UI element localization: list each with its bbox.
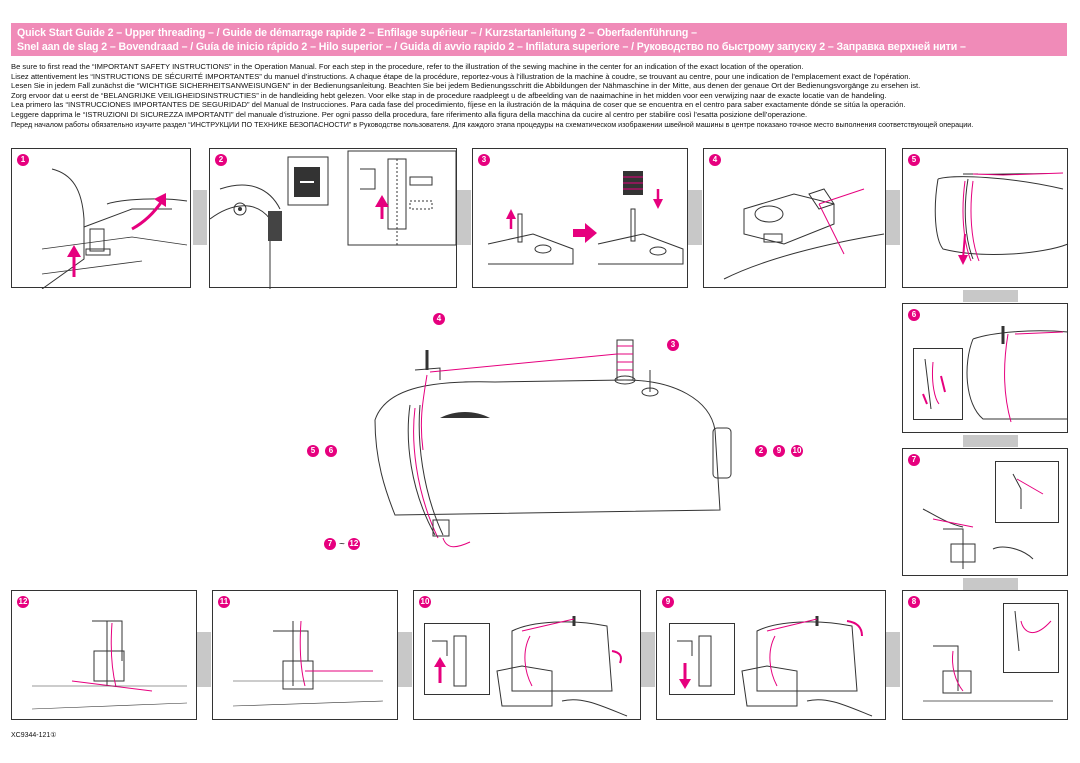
step-11-badge: 11 xyxy=(218,596,230,608)
step-8-inset xyxy=(1003,603,1059,673)
intro-fr: Lisez attentivement les “INSTRUCTIONS DE… xyxy=(11,71,911,81)
callout-bottom-a: 7 xyxy=(324,538,336,550)
step-2-illustration xyxy=(210,150,457,289)
step-10-panel: 10 xyxy=(413,590,641,720)
intro-de: Lesen Sie in jedem Fall zunächst die “WI… xyxy=(11,81,921,91)
callout-top-badge: 4 xyxy=(433,313,445,325)
step-3-panel: 3 xyxy=(472,148,688,288)
callout-spool: 3 xyxy=(667,339,679,351)
callout-right-b: 9 xyxy=(773,445,785,457)
intro-es: Lea primero las “INSTRUCCIONES IMPORTANT… xyxy=(11,100,906,110)
intro-ru: Перед началом работы обязательно изучите… xyxy=(11,119,974,129)
step-9-inset xyxy=(669,623,735,695)
step-11-panel: 11 xyxy=(212,590,398,720)
callout-bottom-tilde: ~ xyxy=(339,538,345,550)
step-6-illustration xyxy=(922,326,1069,423)
step-10-badge: 10 xyxy=(419,596,431,608)
connector-band xyxy=(398,632,412,687)
step-10-inset xyxy=(424,623,490,695)
callout-top: 4 xyxy=(433,313,445,325)
step-7-badge: 7 xyxy=(908,454,920,466)
connector-band xyxy=(193,190,207,245)
step-7-inset xyxy=(995,461,1059,523)
callout-right: 2 9 10 xyxy=(755,445,803,457)
step-6-badge: 6 xyxy=(908,309,920,321)
connector-band xyxy=(886,190,900,245)
connector-band xyxy=(197,632,211,687)
step-5-illustration xyxy=(934,172,1069,265)
step-8-badge: 8 xyxy=(908,596,920,608)
callout-bottom-b: 12 xyxy=(347,538,360,550)
step-9-panel: 9 xyxy=(656,590,886,720)
callout-spool-badge: 3 xyxy=(667,339,679,351)
title-line-2: Snel aan de slag 2 – Bovendraad – / Guía… xyxy=(17,41,966,53)
connector-band xyxy=(963,578,1018,590)
connector-band xyxy=(457,190,471,245)
step-3-badge: 3 xyxy=(478,154,490,166)
step-9-illustration xyxy=(677,616,873,717)
intro-text: Be sure to first read the “IMPORTANT SAF… xyxy=(11,62,1071,129)
step-6-panel: 6 xyxy=(902,303,1069,433)
step-2-panel: 2 xyxy=(209,148,457,289)
step-4-panel: 4 xyxy=(703,148,886,288)
step-2-badge: 2 xyxy=(215,154,227,166)
callout-right-a: 2 xyxy=(755,445,767,457)
step-11-illustration xyxy=(232,620,384,707)
step-1-badge: 1 xyxy=(17,154,29,166)
title-banner: Quick Start Guide 2 – Upper threading – … xyxy=(11,23,1067,56)
intro-it: Leggere dapprima le “ISTRUZIONI DI SICUR… xyxy=(11,109,808,119)
step-8-panel: 8 xyxy=(902,590,1068,720)
connector-band xyxy=(641,632,655,687)
step-3-illustration xyxy=(487,171,684,265)
step-8-illustration xyxy=(923,610,1053,702)
connector-band xyxy=(886,632,900,687)
step-4-badge: 4 xyxy=(709,154,721,166)
machine-overview xyxy=(295,310,815,570)
connector-band xyxy=(688,190,702,245)
callout-left-a: 5 xyxy=(307,445,319,457)
step-1-panel: 1 xyxy=(11,148,191,289)
title-line-1: Quick Start Guide 2 – Upper threading – … xyxy=(17,27,697,39)
step-12-illustration xyxy=(31,620,188,710)
document-code: XC9344-121① xyxy=(11,732,57,739)
machine-drawing xyxy=(374,339,732,548)
callout-left: 5 6 xyxy=(307,445,337,457)
step-5-panel: 5 xyxy=(902,148,1069,288)
step-7-panel: 7 xyxy=(902,448,1068,576)
step-9-badge: 9 xyxy=(662,596,674,608)
step-4-illustration xyxy=(723,188,885,280)
step-10-illustration xyxy=(432,616,628,717)
callout-right-c: 10 xyxy=(791,445,803,457)
connector-band xyxy=(963,435,1018,447)
step-7-illustration xyxy=(922,473,1044,569)
step-1-illustration xyxy=(41,168,188,289)
step-5-badge: 5 xyxy=(908,154,920,166)
connector-band xyxy=(963,290,1018,302)
intro-en: Be sure to first read the “IMPORTANT SAF… xyxy=(11,62,804,71)
callout-left-b: 6 xyxy=(325,445,337,457)
step-6-inset xyxy=(913,348,963,420)
callout-bottom: 7 ~ 12 xyxy=(324,538,360,550)
step-12-badge: 12 xyxy=(17,596,29,608)
intro-nl: Zorg ervoor dat u eerst de “BELANGRIJKE … xyxy=(11,90,887,100)
step-12-panel: 12 xyxy=(11,590,197,720)
